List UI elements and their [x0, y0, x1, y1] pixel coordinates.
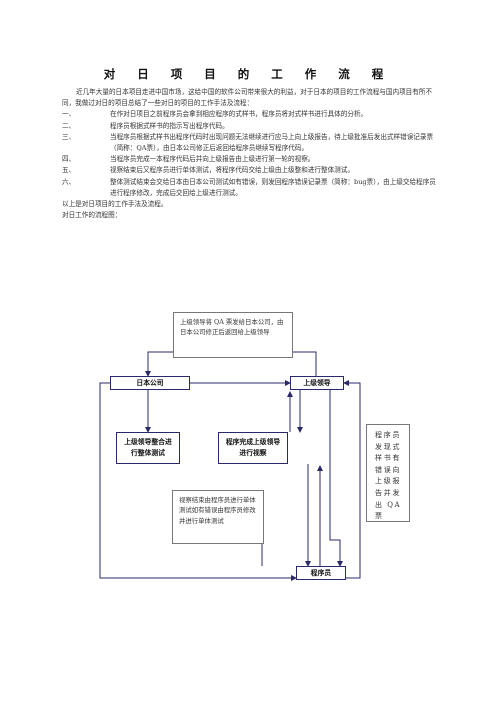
- arrow-leader-to-programmer: [329, 390, 343, 567]
- item-text: 程序员根据式样书的指示写出程序代码。: [110, 121, 229, 130]
- unit-test-note-text: 视察结束由程序员进行单体测试如有错误由程序员修改并进行单体测试: [179, 496, 256, 525]
- item-text: 当程序员完成一本程序代码后并向上级报告由上级进行第一轮的视察。: [110, 155, 315, 164]
- list-item: 二、 程序员根据式样书的指示写出程序代码。: [62, 121, 438, 132]
- item-number: 六、: [62, 177, 76, 186]
- loop-programmer-to-leader: [343, 380, 361, 579]
- list-item: 六、 整体测试结束会交给日本由日本公司测试如有错误，则发回程序错误记录票（简称：…: [62, 177, 438, 199]
- list-item: 三、 当程序员根据式样书出程序代码时出现问题无法继续进行应马上向上级报告，待上级…: [62, 132, 438, 154]
- item-number: 二、: [62, 121, 76, 130]
- list-item: 一、 在作对日项目之前程序员会拿到相应程序的式样书，程序员将对式样书进行具体的分…: [62, 109, 438, 120]
- item-number: 一、: [62, 110, 76, 119]
- item-text: 当程序员根据式样书出程序代码时出现问题无法继续进行应马上向上级报告，待上级批准后…: [110, 132, 434, 153]
- review-label: 程序完成上级领导进行视察: [225, 438, 281, 457]
- item-number: 三、: [62, 132, 76, 141]
- flow-caption: 对日工作的流程图：: [62, 211, 122, 220]
- review-node: 程序完成上级领导进行视察: [218, 432, 288, 464]
- integration-test-node: 上级领导整合进行整体测试: [116, 432, 180, 464]
- item-text: 在作对日项目之前程序员会拿到相应程序的式样书，程序员将对式样书进行具体的分析。: [110, 110, 368, 119]
- programmer-node: 程序员: [296, 566, 346, 580]
- qa-return-note: 上级领导将 QA 票发给日本公司，由日本公司修正后返回给上级领导: [173, 312, 293, 358]
- page-title: 对 日 项 目 的 工 作 流 程: [103, 67, 393, 81]
- unit-test-note: 视察结束由程序员进行单体测试如有错误由程序员修改并进行单体测试: [172, 490, 264, 544]
- integration-test-label: 上级领导整合进行整体测试: [124, 438, 172, 457]
- item-number: 五、: [62, 166, 76, 175]
- programmer-label: 程序员: [310, 568, 332, 577]
- list-item: 五、 视察结束后又程序员进行单体测试，将程序代码交给上级由上级整和进行整体测试。: [62, 165, 438, 176]
- qa-report-note: 程序员发现式样书有错误向上级报告并发出QA票: [366, 424, 410, 522]
- intro-paragraph: 近几年大量的日本项目走进中国市场，这给中国的软件公司带来很大的利益，对于日本的项…: [62, 88, 433, 108]
- item-text: 整体测试结束会交给日本由日本公司测试如有错误，则发回程序错误记录票（简称：bug…: [110, 177, 436, 197]
- document-body: 近几年大量的日本项目走进中国市场，这给中国的软件公司带来很大的利益，对于日本的项…: [62, 87, 438, 221]
- japan-company-label: 日本公司: [136, 378, 164, 387]
- japan-company-node: 日本公司: [110, 376, 190, 390]
- item-number: 四、: [62, 155, 76, 164]
- qa-report-note-text: 程序员发现式样书有错误向上级报告并发出QA票: [375, 431, 401, 521]
- loop-japan-to-programmer: [99, 382, 297, 581]
- item-text: 视察结束后又程序员进行单体测试，将程序代码交给上级由上级整和进行整体测试。: [110, 166, 354, 175]
- leader-label: 上级领导: [303, 378, 331, 387]
- leader-node: 上级领导: [290, 376, 344, 390]
- summary-line: 以上是对日项目的工作手法及流程。: [62, 200, 168, 209]
- qa-return-note-text: 上级领导将 QA 票发给日本公司，由日本公司修正后返回给上级领导: [180, 318, 284, 337]
- list-item: 四、 当程序员完成一本程序代码后并向上级报告由上级进行第一轮的视察。: [62, 154, 438, 165]
